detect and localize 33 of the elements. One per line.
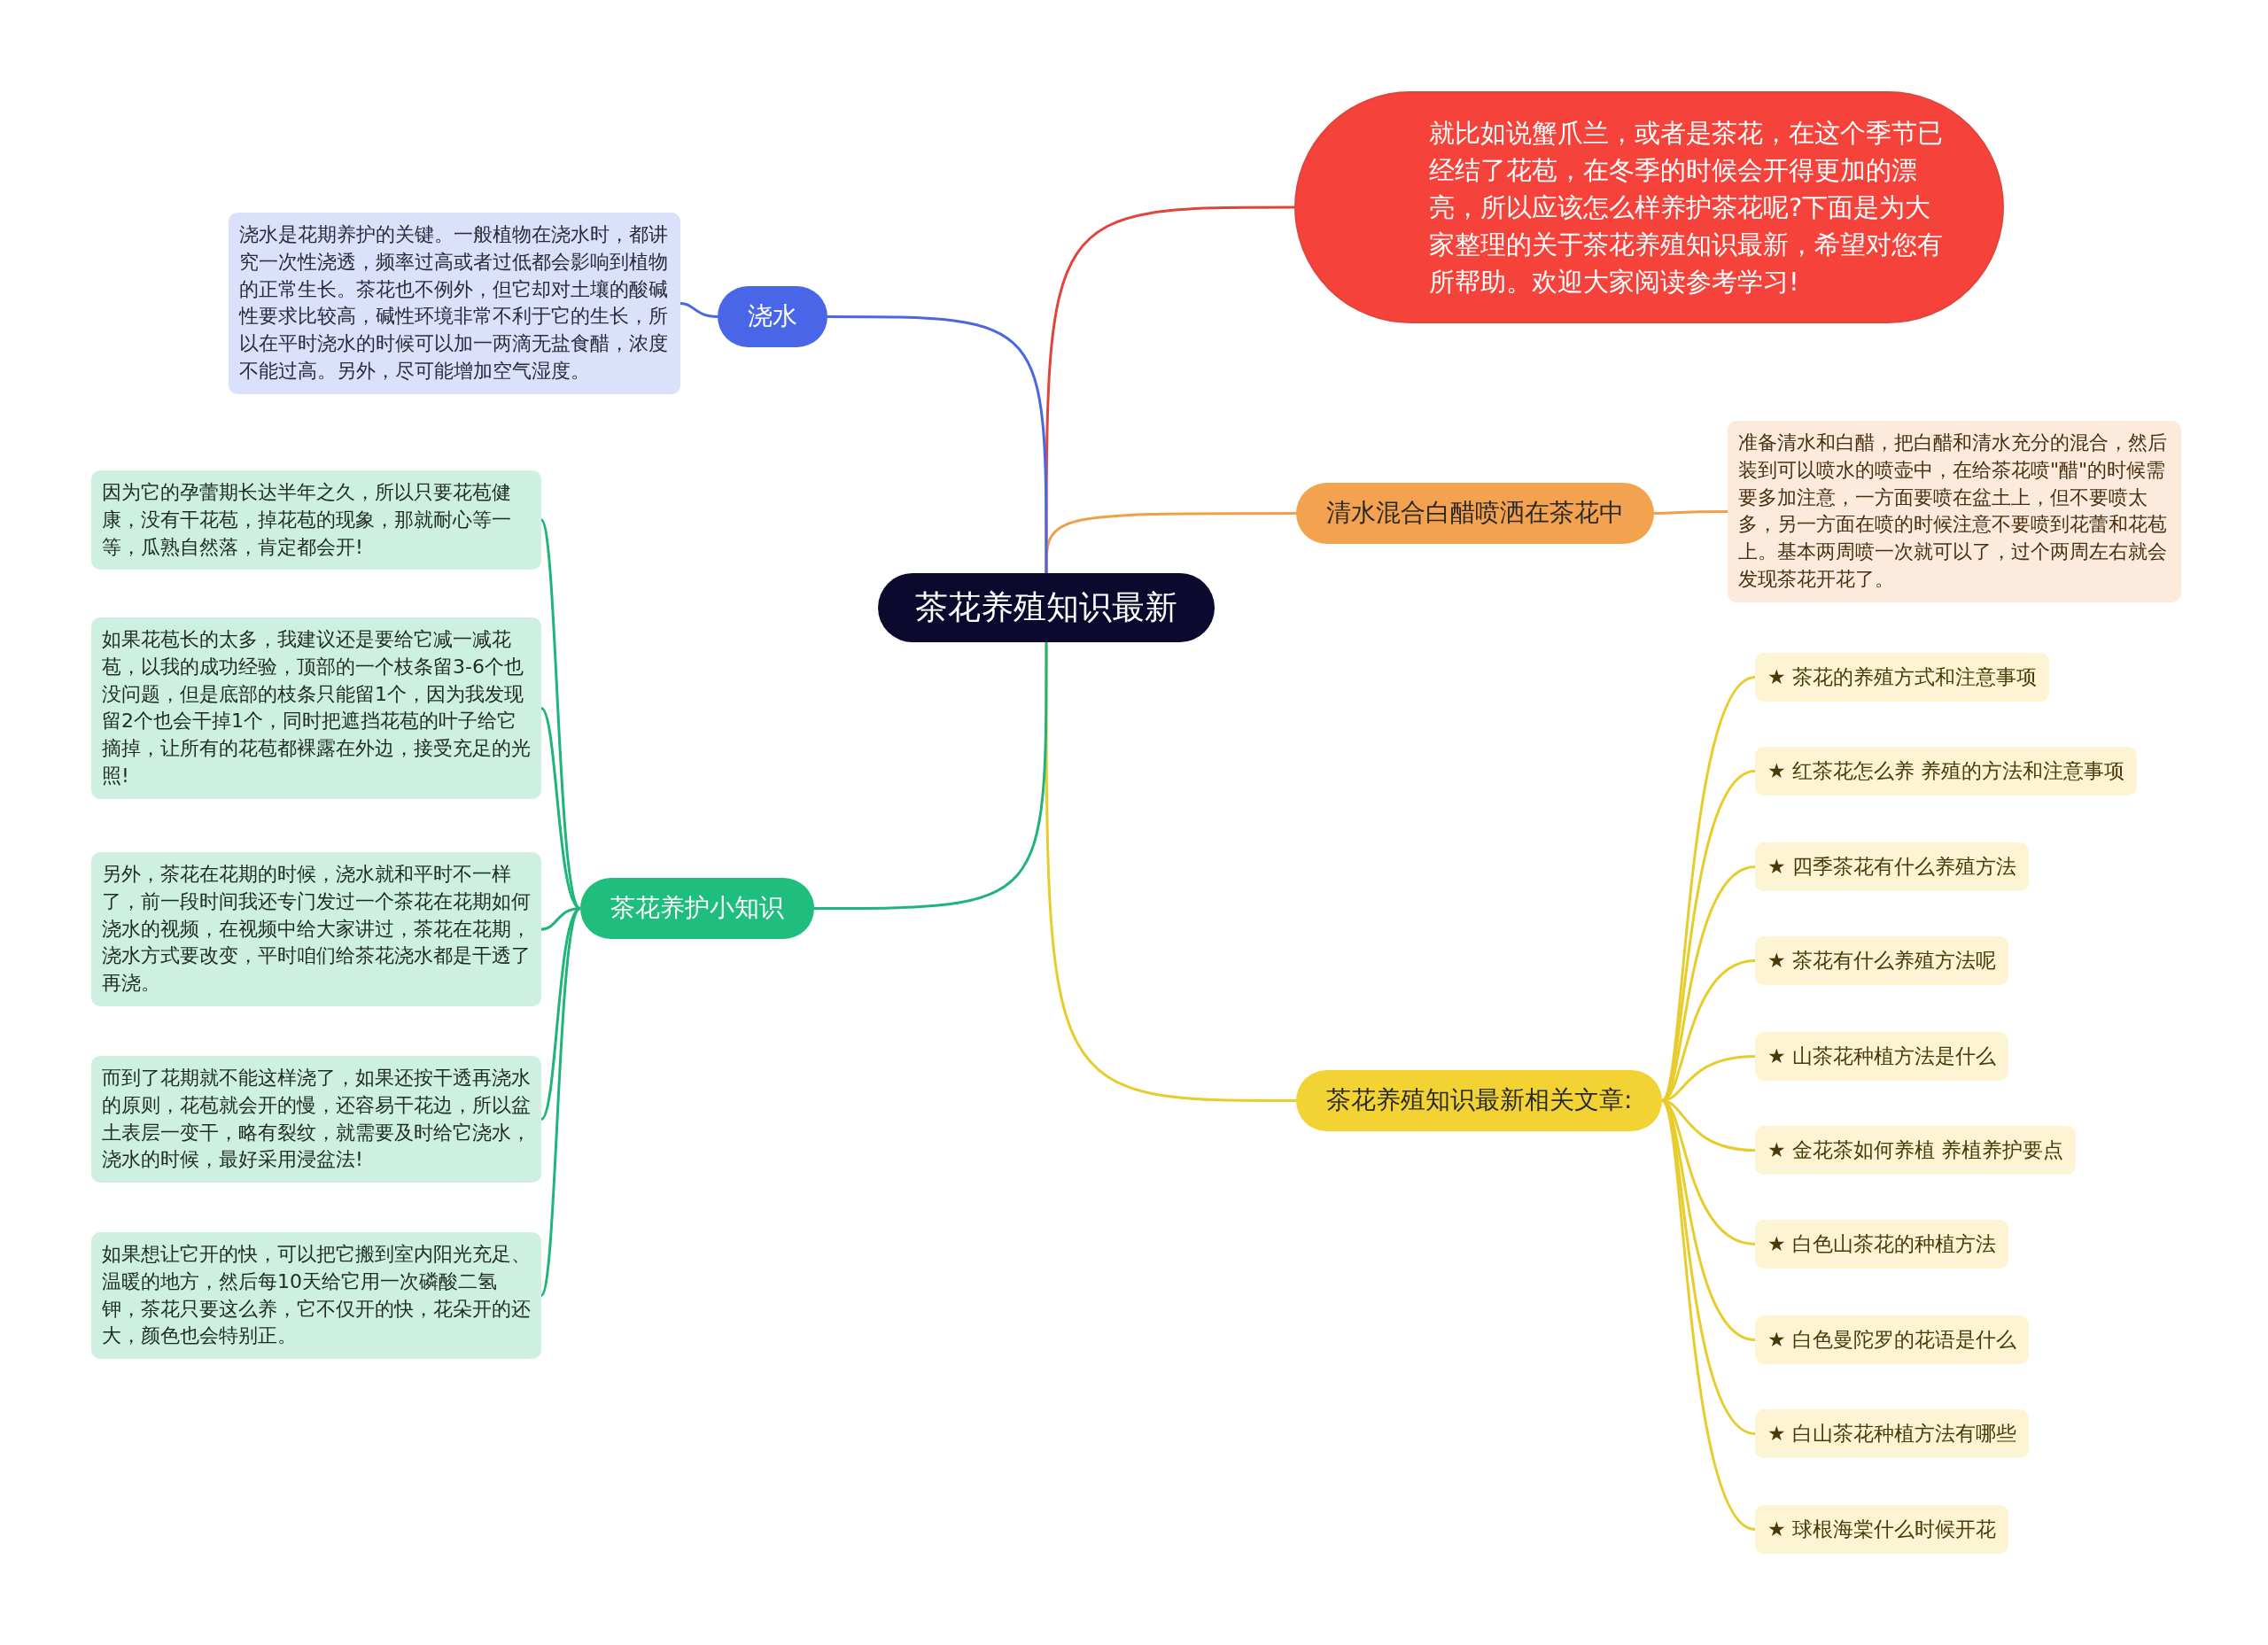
connector-line: [540, 519, 582, 910]
article-link-card: ★ 茶花的养殖方式和注意事项: [1755, 653, 2049, 702]
connector-line: [1045, 206, 1294, 573]
article-link-card: ★ 茶花有什么养殖方法呢: [1755, 936, 2008, 986]
article-link-card: ★ 金花茶如何养植 养植养护要点: [1755, 1126, 2077, 1176]
connector-line: [814, 642, 1048, 910]
connector-line: [1045, 512, 1296, 573]
article-link-card: ★ 球根海棠什么时候开花: [1755, 1505, 2008, 1555]
note-card: 如果想让它开的快，可以把它搬到室内阳光充足、温暖的地方，然后每10天给它用一次磷酸二氢钾，茶花只要这么养，它不仅开的快，花朵开的还大，颜色也会特别正。: [91, 1232, 541, 1360]
note-card: 因为它的孕蕾期长达半年之久，所以只要花苞健康，没有干花苞，掉花苞的现象，那就耐心等一等，瓜熟自然落，肯定都会开!: [91, 470, 541, 570]
intro-bubble: 就比如说蟹爪兰，或者是茶花，在这个季节已经结了花苞，在冬季的时候会开得更加的漂亮，所以应该怎么样养护茶花呢?下面是为大家整理的关于茶花养殖知识最新，希望对您有所帮助。欢迎大家阅读参考学习!: [1294, 91, 2004, 324]
note-card: 浇水是花期养护的关键。一般植物在浇水时，都讲究一次性浇透，频率过高或者过低都会影响到植物的正常生长。茶花也不例外，但它却对土壤的酸碱性要求比较高，碱性环境非常不利于它的生长，所以在平时浇水的时候可以加一两滴无盐食醋，浓度不能过高。另外，尽可能增加空气湿度。: [229, 213, 680, 394]
connector-line: [827, 315, 1048, 573]
branch-topic: 茶花养殖知识最新相关文章:: [1296, 1070, 1663, 1131]
central-topic: 茶花养殖知识最新: [878, 573, 1215, 642]
note-card: 准备清水和白醋，把白醋和清水充分的混合，然后装到可以喷水的喷壶中，在给茶花喷"醋"的时候需要多加注意，一方面要喷在盆土上，但不要喷太多，另一方面在喷的时候注意不要喷到花蕾和花苞上。基本两周喷一次就可以了，过个两周左右就会发现茶花开花了。: [1728, 421, 2181, 602]
note-card: 如果花苞长的太多，我建议还是要给它减一减花苞，以我的成功经验，顶部的一个枝条留3-6个也没问题，但是底部的枝条只能留1个，因为我发现留2个也会干掉1个，同时把遮挡花苞的叶子给它摘掉，让所有的花苞都裸露在外边，接受充足的光照!: [91, 617, 541, 799]
article-link-card: ★ 山茶花种植方法是什么: [1755, 1032, 2008, 1082]
note-card: 而到了花期就不能这样浇了，如果还按干透再浇水的原则，花苞就会开的慢，还容易干花边，所以盆土表层一变干，略有裂纹，就需要及时给它浇水，浇水的时候，最好采用浸盆法!: [91, 1056, 541, 1183]
note-card: 另外，茶花在花期的时候，浇水就和平时不一样了，前一段时间我还专门发过一个茶花在花期如何浇水的视频，在视频中给大家讲过，茶花在花期，浇水方式要改变，平时咱们给茶花浇水都是干透了再浇。: [91, 852, 541, 1006]
connector-line: [540, 907, 582, 1297]
branch-topic: 浇水: [718, 286, 827, 347]
branch-topic: 清水混合白醋喷洒在茶花中: [1296, 483, 1654, 544]
article-link-card: ★ 红茶花怎么养 养殖的方法和注意事项: [1755, 747, 2138, 796]
article-link-card: ★ 白山茶花种植方法有哪些: [1755, 1409, 2029, 1459]
article-link-card: ★ 四季茶花有什么养殖方法: [1755, 842, 2029, 892]
connector-line: [540, 707, 581, 910]
branch-topic: 茶花养护小知识: [580, 878, 814, 939]
article-link-card: ★ 白色曼陀罗的花语是什么: [1755, 1315, 2029, 1365]
connector-line: [1045, 642, 1296, 1102]
connector-line: [1654, 510, 1728, 515]
article-link-card: ★ 白色山茶花的种植方法: [1755, 1220, 2008, 1269]
connector-line: [680, 302, 718, 318]
